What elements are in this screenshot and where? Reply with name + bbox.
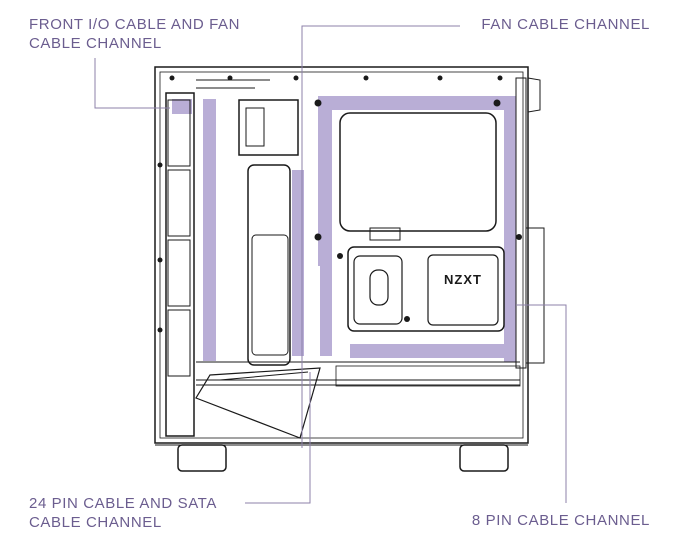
front-io-cable-channel-label: FRONT I/O CABLE AND FAN CABLE CHANNEL [29, 15, 240, 53]
case-inner-edge [159, 71, 524, 439]
front-io-label-line-2: CABLE CHANNEL [29, 35, 162, 52]
rear-panel [515, 77, 527, 369]
front-io-channel-top [172, 99, 192, 114]
8-pin-cable-channel-label: 8 PIN CABLE CHANNEL [471, 512, 650, 529]
24-pin-label-line-2: CABLE CHANNEL [29, 514, 162, 531]
pump-mount [353, 255, 403, 325]
24-pin-sata-cable-channel-label: 24 PIN CABLE AND SATA CABLE CHANNEL [29, 494, 217, 532]
fan-channel-top [318, 96, 516, 110]
case-outline [154, 66, 545, 472]
drive-sled [247, 164, 291, 366]
front-fan-slot-2 [167, 169, 191, 237]
front-foot [177, 444, 227, 472]
front-io-label-line-1: FRONT I/O CABLE AND FAN [29, 16, 241, 33]
front-io-leader-line [94, 58, 170, 109]
24-pin-label-line-1: 24 PIN CABLE AND SATA [29, 495, 217, 512]
rear-foot [459, 444, 509, 472]
fan-leader-line [301, 25, 460, 448]
leader-lines [94, 25, 567, 504]
cpu-cutout [339, 112, 497, 232]
24-pin-leader-line [245, 372, 311, 504]
front-panel [165, 92, 195, 437]
cable-channels [172, 96, 516, 362]
case-body [154, 66, 529, 444]
pump-bracket [347, 246, 505, 332]
front-fan-slot-3 [167, 239, 191, 307]
front-fan-slot-1 [167, 99, 191, 167]
front-fan-slot-4 [167, 309, 191, 377]
psu-shroud-channel [350, 344, 516, 358]
case-logo-text: NZXT [444, 272, 482, 287]
8-pin-channel-right [504, 96, 516, 362]
bottom-fan [195, 367, 321, 439]
mounting-screws [157, 75, 522, 333]
front-io-bracket [238, 99, 299, 156]
8-pin-leader-line [516, 304, 567, 503]
front-io-channel-vertical [203, 99, 216, 361]
psu-logo-plate [427, 254, 499, 326]
24-pin-channel-left [292, 170, 304, 356]
fan-cable-channel-label: FAN CABLE CHANNEL [481, 16, 650, 33]
rear-bracket [525, 227, 545, 364]
fan-channel-left [318, 96, 332, 266]
